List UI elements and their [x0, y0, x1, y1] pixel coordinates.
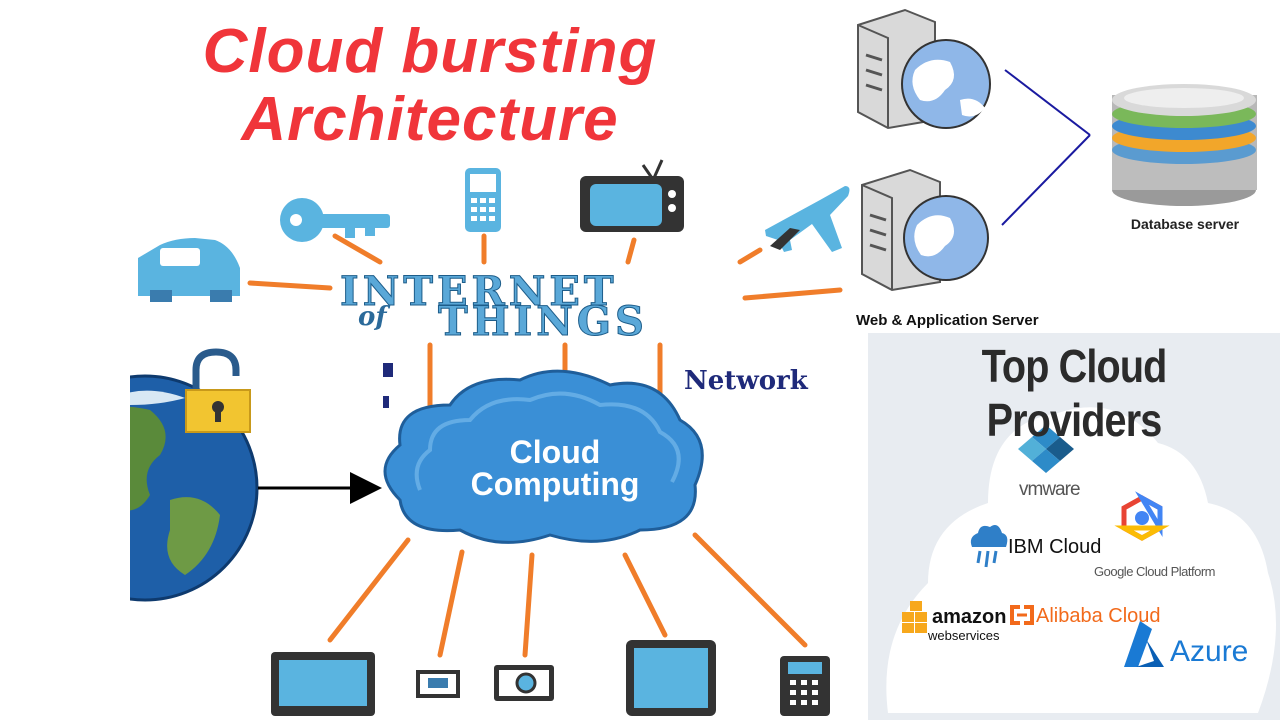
alibaba-cloud-icon — [1010, 605, 1034, 625]
camera-small-icon — [416, 670, 460, 698]
ibm-cloud-icon — [970, 525, 1008, 568]
top-cloud-providers-title: Top Cloud Providers — [981, 340, 1168, 446]
diagram-title: Cloud bursting Architecture — [150, 18, 710, 154]
ibm-cloud-label: IBM Cloud — [1008, 536, 1102, 558]
server-database-diagram — [857, 8, 1257, 292]
monitor-icon — [271, 652, 375, 716]
padlock-icon — [185, 348, 251, 433]
web-server-top-icon — [857, 8, 991, 130]
calculator-icon — [780, 656, 830, 716]
vmware-label: vmware — [1019, 479, 1081, 500]
vmware-logo-icon — [1018, 425, 1074, 473]
alibaba-cloud-label: Alibaba Cloud — [1036, 605, 1161, 627]
iot-word-of: of — [358, 302, 387, 332]
airplane-icon — [765, 186, 850, 252]
iot-word-things: THINGS — [438, 298, 648, 346]
cloud-computing-label: Cloud Computing — [430, 436, 680, 500]
top-connector-lines — [247, 233, 843, 428]
server-connection-lines — [1001, 69, 1091, 226]
amazon-label: amazon — [932, 606, 1007, 628]
camera-icon — [494, 665, 554, 701]
tablet-icon — [626, 640, 716, 716]
car-icon — [138, 238, 240, 302]
amazon-web-services-icon — [902, 601, 927, 633]
title-line-2: Architecture — [241, 85, 619, 154]
google-cloud-platform-label: Google Cloud Platform — [1094, 564, 1216, 579]
iot-cloud-illustration — [130, 159, 850, 716]
clipped-text-fragments — [383, 363, 393, 408]
database-server-label: Database server — [1130, 216, 1240, 232]
web-server-bottom-icon — [861, 168, 989, 292]
bottom-connector-lines — [327, 532, 808, 658]
cloud-computing-cloud — [383, 369, 704, 544]
database-icon — [1112, 84, 1257, 206]
phone-icon — [465, 168, 501, 232]
cloud-label-line-1: Cloud — [509, 434, 601, 470]
globe-to-cloud-arrow — [258, 472, 382, 504]
iot-word-internet: INTERNET — [340, 268, 618, 316]
google-cloud-icon — [1114, 491, 1170, 541]
cloud-label-line-2: Computing — [470, 466, 640, 502]
amazon-webservices-label: webservices — [928, 628, 1000, 643]
tv-icon — [580, 159, 684, 232]
providers-cloud-shape — [886, 407, 1276, 713]
top-cloud-providers-panel: Top Cloud Providers vmware IBM Cloud Goo… — [868, 333, 1280, 720]
title-line-1: Cloud bursting — [202, 17, 658, 86]
azure-icon — [1124, 621, 1164, 667]
key-icon — [280, 198, 390, 242]
network-label: Network — [684, 366, 808, 396]
web-application-server-label: Web & Application Server — [856, 312, 1039, 329]
azure-label: Azure — [1170, 635, 1249, 668]
